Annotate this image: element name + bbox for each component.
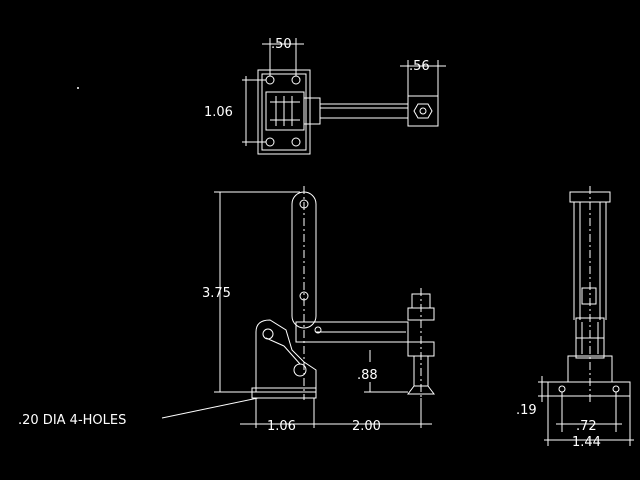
top-hub: [265, 91, 305, 131]
dim-top-nut-text: .56: [409, 59, 430, 74]
dim-top-height-lines: [242, 76, 266, 146]
front-arm: [295, 321, 409, 343]
dim-side-width-text: 1.44: [572, 435, 601, 450]
dim-top-nut-lines: [400, 60, 446, 96]
top-base-plate: [257, 69, 311, 155]
dim-travel-lines: [364, 350, 408, 393]
dim-foot-thickness-text: .19: [516, 403, 537, 418]
front-handle: [291, 191, 317, 329]
front-arm-pivot: [314, 326, 322, 334]
front-spindle-pad: [407, 385, 435, 395]
side-view: [538, 186, 634, 446]
top-hole-2: [291, 75, 301, 85]
dim-travel-text: .88: [357, 368, 378, 383]
top-nut-bore: [419, 107, 427, 115]
side-foot: [547, 381, 631, 397]
top-nut: [407, 95, 439, 127]
stray-dot: [77, 87, 79, 89]
dim-bottom-lines: [240, 398, 432, 428]
top-base-plate-inner: [261, 73, 307, 151]
dim-top-width-lines: [262, 38, 304, 76]
hole-note-leader: [161, 397, 259, 419]
front-base: [255, 319, 317, 393]
dim-top-width-text: .50: [271, 37, 292, 52]
dim-height-lines: [214, 191, 300, 393]
dim-side-width-lines: [544, 396, 634, 446]
top-nut-hex: [413, 103, 433, 119]
top-arm-root: [303, 97, 321, 125]
hole-note-text: .20 DIA 4-HOLES: [18, 413, 126, 428]
top-hole-3: [265, 137, 275, 147]
top-hub-detail: [270, 96, 300, 126]
top-hole-1: [265, 75, 275, 85]
top-view: [242, 38, 446, 155]
front-link: [265, 337, 301, 365]
dim-base-depth-text: 1.06: [267, 419, 296, 434]
front-base-pivot: [262, 328, 274, 340]
dim-hole-spacing-lines: [556, 392, 622, 432]
front-view: [161, 186, 435, 428]
dim-reach-text: 2.00: [352, 419, 381, 434]
front-foot: [251, 387, 317, 399]
top-hole-4: [291, 137, 301, 147]
side-pivot-block: [581, 287, 597, 305]
dim-height-text: 3.75: [202, 286, 231, 301]
dim-top-height-text: 1.06: [204, 105, 233, 120]
side-hole-right: [612, 385, 620, 393]
side-hole-left: [558, 385, 566, 393]
dim-foot-thickness-lines: [538, 376, 548, 402]
dim-hole-spacing-text: .72: [576, 419, 597, 434]
